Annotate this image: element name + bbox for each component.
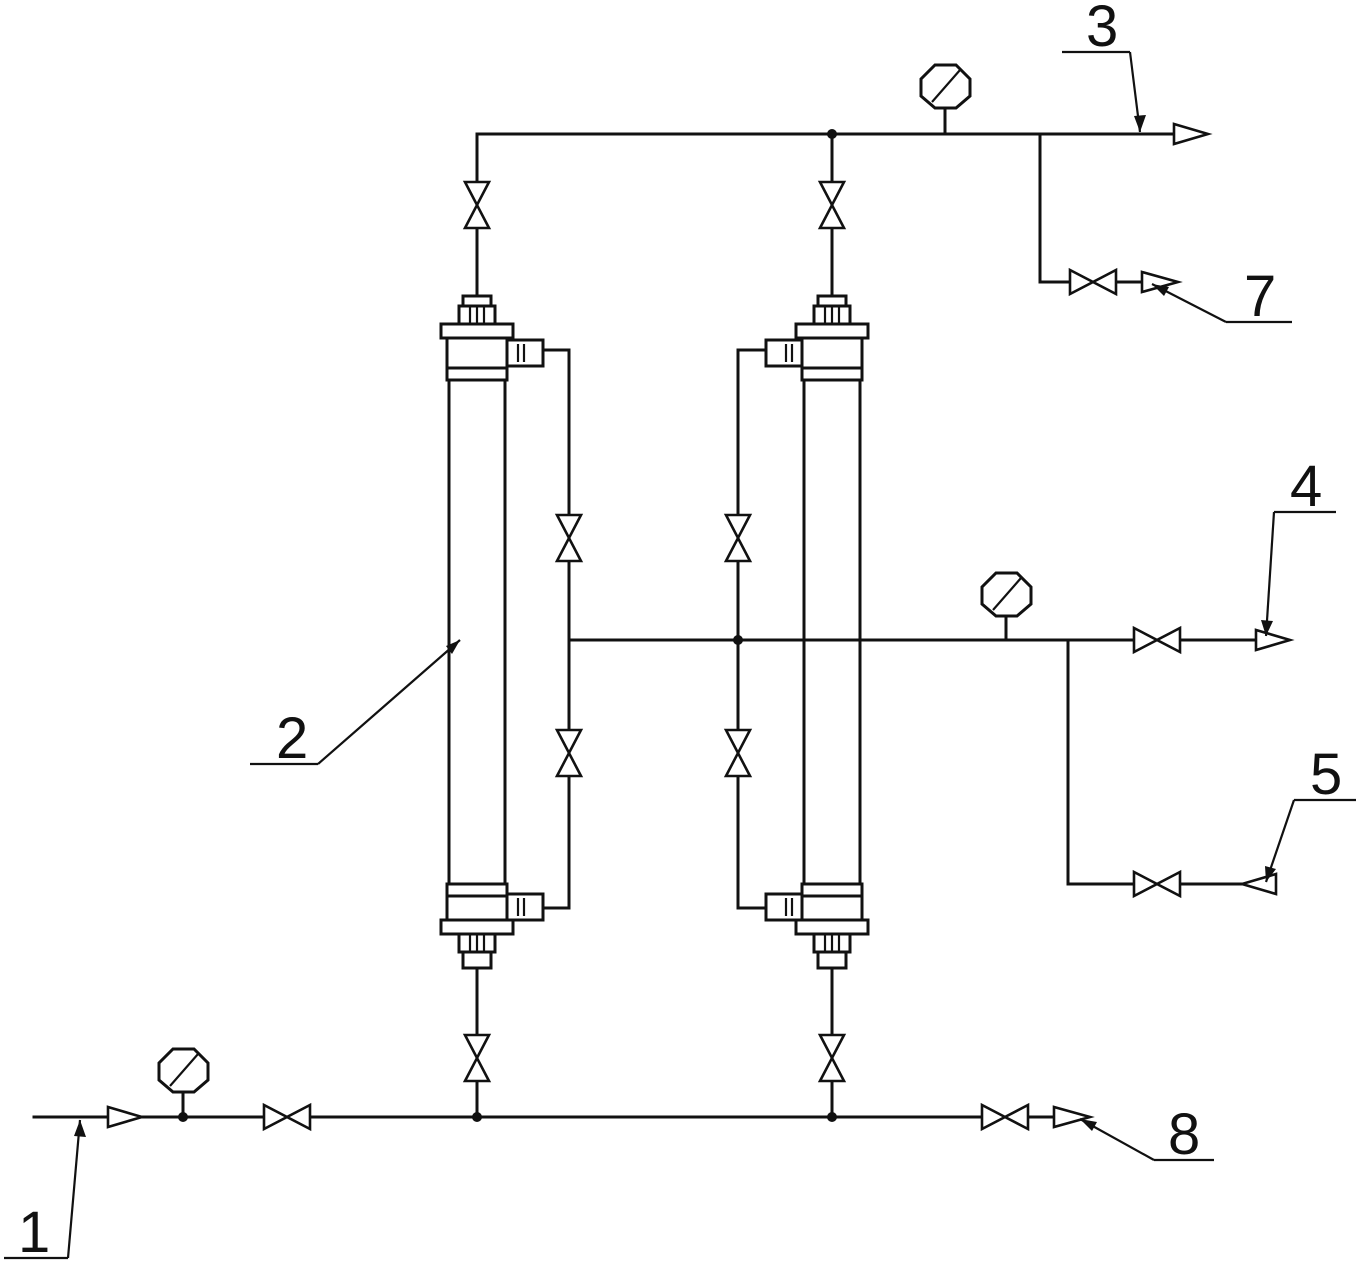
valve-drain-8 <box>980 1102 1030 1132</box>
label-7: 7 <box>1244 264 1276 329</box>
label-3: 3 <box>1086 0 1118 59</box>
top-header-pipe <box>475 129 1182 298</box>
label-1: 1 <box>18 1200 50 1264</box>
valve-right-top <box>817 180 847 230</box>
outlet-arrow-3 <box>1172 122 1213 146</box>
valve-right-loop-lower <box>723 728 753 778</box>
valve-right-loop-upper <box>723 513 753 563</box>
label-4: 4 <box>1290 454 1322 519</box>
pressure-gauge-middle <box>980 571 1033 642</box>
valve-drain-7 <box>1068 267 1118 297</box>
valve-inlet-5 <box>1132 869 1182 899</box>
label-2: 2 <box>276 706 308 771</box>
valve-left-top <box>462 180 492 230</box>
permeate-loops <box>541 348 1260 910</box>
valve-left-bottom <box>462 1033 492 1083</box>
drain-arrow-8 <box>1052 1105 1095 1129</box>
membrane-module-right <box>764 294 870 970</box>
valve-left-loop-upper <box>554 513 584 563</box>
outlet-arrow-4 <box>1254 628 1295 652</box>
label-5: 5 <box>1310 742 1342 807</box>
bottom-feed-pipe <box>32 966 1056 1122</box>
membrane-module-left <box>439 294 545 970</box>
inlet-arrow-5 <box>1237 872 1278 896</box>
label-8: 8 <box>1168 1102 1200 1167</box>
valve-left-loop-lower <box>554 728 584 778</box>
feed-arrow <box>106 1105 147 1129</box>
leader-lines <box>4 50 1356 1260</box>
valve-outlet-4 <box>1132 625 1182 655</box>
pressure-gauge-bottom <box>157 1047 210 1119</box>
valve-feed <box>262 1102 312 1132</box>
pressure-gauge-top <box>919 63 972 136</box>
valve-right-bottom <box>817 1033 847 1083</box>
